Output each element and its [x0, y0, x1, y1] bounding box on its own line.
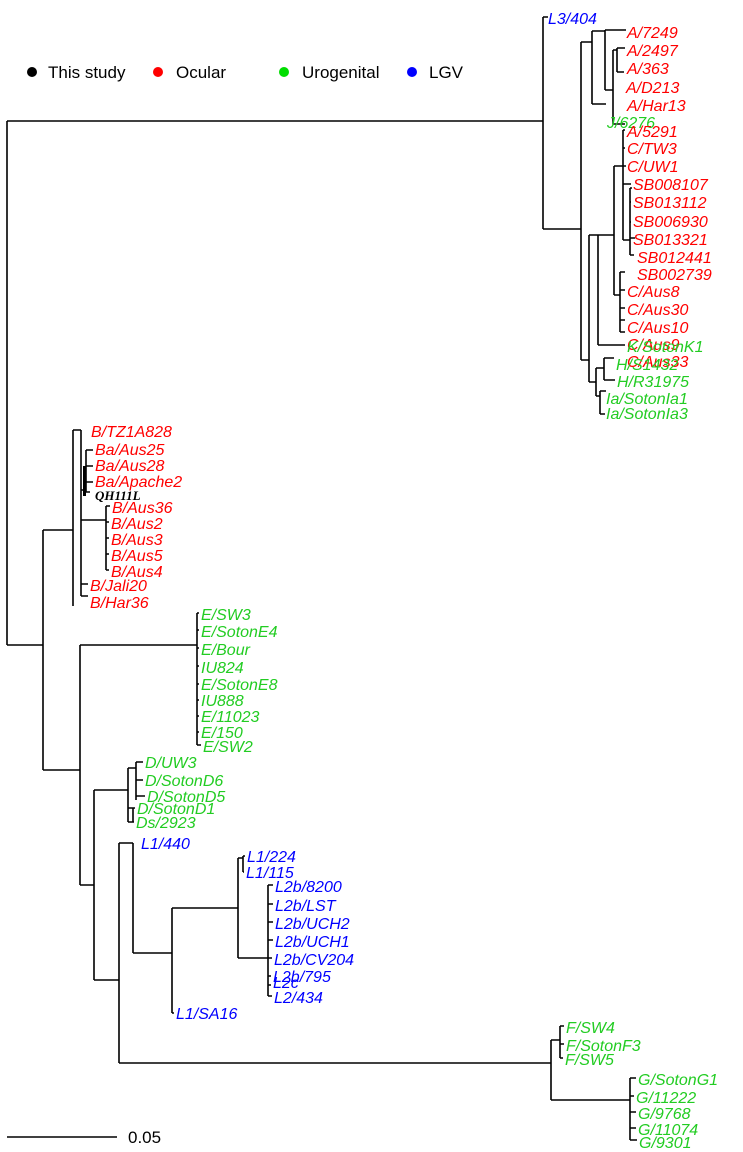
- leaf-label: L1/440: [141, 836, 190, 853]
- leaf-label: L2b/795: [273, 969, 331, 986]
- leaf-label: SB002739: [637, 267, 712, 284]
- leaf-label: A/Har13: [626, 98, 686, 115]
- leaf-label: C/TW3: [627, 141, 677, 158]
- leaf-label: B/Aus4: [111, 564, 163, 581]
- legend: This study Ocular Urogenital LGV: [27, 63, 464, 82]
- leaf-label: A/7249: [626, 25, 678, 42]
- leaf-label: D/UW3: [145, 755, 197, 772]
- leaf-label: L2b/CV204: [274, 952, 354, 969]
- leaf-label-this-study: QH111L: [95, 488, 141, 503]
- leaf-label: F/SotonF3: [566, 1038, 641, 1055]
- legend-label-lgv: LGV: [429, 63, 464, 82]
- legend-dot-this-study: [27, 67, 37, 77]
- leaf-label: C/UW1: [627, 159, 679, 176]
- leaf-label: C/Aus10: [627, 320, 688, 337]
- leaf-label: SB013112: [633, 195, 707, 212]
- collapsed-cluster-mark: [83, 466, 86, 496]
- leaf-label: E/SW2: [203, 739, 253, 756]
- leaf-label: Ba/Apache2: [95, 474, 182, 491]
- legend-item-lgv: LGV: [407, 63, 464, 82]
- leaf-label: L2b/UCH1: [275, 934, 350, 951]
- leaf-label: H/S1432: [616, 357, 678, 374]
- leaf-label: D/SotonD6: [145, 773, 223, 790]
- leaf-label: A/5291: [626, 124, 678, 141]
- leaf-label: A/363: [626, 61, 669, 78]
- legend-item-ocular: Ocular: [153, 63, 226, 82]
- leaf-label: H/R31975: [617, 374, 689, 391]
- leaf-label: E/SotonE4: [201, 624, 278, 641]
- leaf-label: G/9768: [638, 1106, 691, 1123]
- leaf-label: G/11074: [638, 1122, 698, 1139]
- leaf-label: C/Aus9: [627, 337, 680, 354]
- leaf-label: B/Har36: [90, 595, 149, 612]
- leaf-label: D/SotonD5: [147, 789, 225, 806]
- leaf-label: B/TZ1A828: [91, 424, 172, 441]
- leaf-label: C/Aus8: [627, 284, 680, 301]
- leaf-label: F/SW5: [565, 1052, 614, 1069]
- leaf-label: Ds/2923: [136, 815, 196, 832]
- leaf-label: C/Aus30: [627, 302, 688, 319]
- leaf-label: B/Aus2: [111, 516, 163, 533]
- leaf-label: B/Aus36: [112, 500, 173, 517]
- leaf-label: J/6276: [606, 115, 655, 132]
- leaf-label: SB013321: [633, 232, 708, 249]
- leaf-label: L1/115: [246, 865, 294, 882]
- leaf-label: IU824: [201, 660, 244, 677]
- leaf-label: L2b/8200: [275, 879, 342, 896]
- legend-dot-urogenital: [279, 67, 289, 77]
- leaf-label: G/11222: [636, 1090, 696, 1107]
- leaf-label: B/Aus3: [111, 532, 163, 549]
- leaf-label: L2b/LST: [275, 898, 337, 915]
- leaf-labels: L3/404 A/7249 A/2497 A/363 A/D213 A/Har1…: [90, 11, 718, 1152]
- leaf-label: L2/434: [274, 990, 323, 1007]
- leaf-label: A/D213: [625, 80, 679, 97]
- leaf-label: Ia/SotonIa3: [606, 406, 688, 423]
- leaf-label: E/SotonE8: [201, 677, 278, 694]
- legend-item-urogenital: Urogenital: [279, 63, 380, 82]
- tree-branches: [6, 16, 637, 1141]
- leaf-label: B/Aus5: [111, 548, 163, 565]
- leaf-label: L1/224: [247, 849, 296, 866]
- legend-label-this-study: This study: [48, 63, 126, 82]
- scale-bar: 0.05: [7, 1128, 161, 1147]
- leaf-label: IU888: [201, 693, 244, 710]
- leaf-label: B/Jali20: [90, 578, 147, 595]
- leaf-label: L2b/UCH2: [275, 916, 350, 933]
- leaf-label: E/SW3: [201, 607, 251, 624]
- leaf-label: F/SW4: [566, 1020, 615, 1037]
- leaf-label: D/SotonD1: [137, 801, 215, 818]
- leaf-label: G/9301: [639, 1135, 691, 1152]
- leaf-label: SB008107: [633, 177, 709, 194]
- leaf-label: SB006930: [633, 214, 708, 231]
- leaf-label: K/SotonK1: [627, 339, 704, 356]
- legend-item-this-study: This study: [27, 63, 126, 82]
- leaf-label: Ba/Aus28: [95, 458, 164, 475]
- leaf-label: L3/404: [548, 11, 597, 28]
- leaf-label: L2c: [273, 975, 299, 992]
- leaf-label: SB012441: [637, 250, 712, 267]
- leaf-label: C/Aus33: [627, 354, 688, 371]
- leaf-label: L1/SA16: [176, 1006, 237, 1023]
- leaf-label: E/11023: [201, 709, 260, 726]
- legend-dot-ocular: [153, 67, 163, 77]
- legend-label-urogenital: Urogenital: [302, 63, 380, 82]
- legend-label-ocular: Ocular: [176, 63, 226, 82]
- scale-bar-label: 0.05: [128, 1128, 161, 1147]
- leaf-label: E/150: [201, 725, 243, 742]
- legend-dot-lgv: [407, 67, 417, 77]
- leaf-label: E/Bour: [201, 642, 251, 659]
- leaf-label: Ia/SotonIa1: [606, 391, 688, 408]
- leaf-label: Ba/Aus25: [95, 442, 164, 459]
- leaf-label: G/SotonG1: [638, 1072, 718, 1089]
- leaf-label: A/2497: [626, 43, 679, 60]
